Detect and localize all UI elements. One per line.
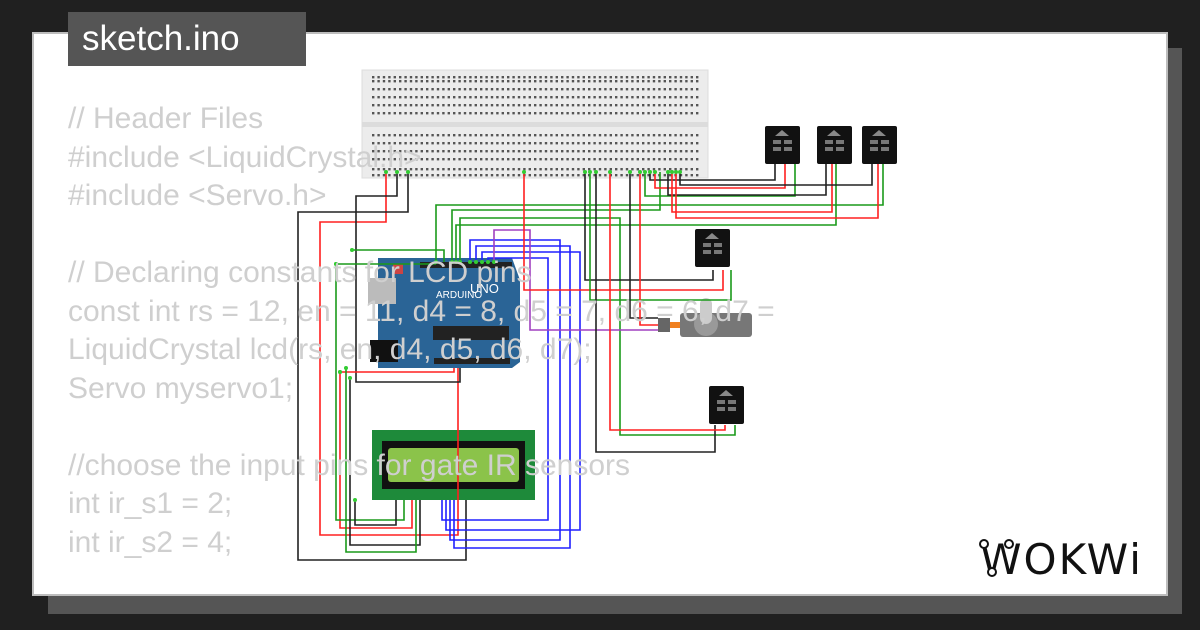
code-line: const int rs = 12, en = 11, d4 = 8, d5 =… <box>68 294 775 328</box>
wire-endpoint <box>406 170 410 174</box>
wire-endpoint <box>653 170 657 174</box>
wire-red <box>523 172 724 291</box>
ir-sensor <box>817 126 852 164</box>
wire-red <box>339 372 413 529</box>
wire-black <box>355 172 461 383</box>
wire-endpoint <box>384 170 388 174</box>
lcd-1602 <box>372 430 535 500</box>
ir-sensor <box>695 229 730 267</box>
ir-sensor <box>709 386 744 424</box>
wire-green <box>451 172 661 262</box>
wire-endpoint <box>348 376 352 380</box>
file-tab[interactable]: sketch.ino <box>68 12 306 66</box>
wire-green <box>345 368 417 553</box>
power-header <box>434 358 510 364</box>
wire-endpoint <box>594 170 598 174</box>
wire-red <box>671 164 833 213</box>
code-line: Servo myservo1; <box>68 371 294 405</box>
wire-endpoint <box>638 170 642 174</box>
wire-purple <box>493 229 658 331</box>
wire-black <box>629 172 658 319</box>
wire-black <box>679 164 873 186</box>
wire-red <box>340 368 455 373</box>
wire-green <box>352 249 445 262</box>
code-line: int ir_s1 = 2; <box>68 487 233 520</box>
wire-green <box>589 172 732 301</box>
code-line: #include <Servo.h> <box>68 179 327 212</box>
wire-blue <box>445 251 581 531</box>
wire-red <box>654 164 786 189</box>
wire-endpoint <box>648 170 652 174</box>
wire-endpoint <box>486 260 490 264</box>
wire-endpoint <box>344 366 348 370</box>
code-line: // Header Files <box>68 102 264 135</box>
arduino-model: UNO <box>470 281 499 296</box>
wire-green <box>644 164 796 197</box>
wire-endpoint <box>492 260 496 264</box>
code-line: // Declaring constants for LCD pins <box>68 256 532 289</box>
code-line: //choose the input pins for gate IR sens… <box>68 448 630 482</box>
wire-red <box>639 172 658 326</box>
wire-endpoint <box>458 260 462 264</box>
wire-endpoint <box>468 260 472 264</box>
wire-endpoint <box>670 170 674 174</box>
wire-endpoint <box>678 170 682 174</box>
wire-red <box>319 172 459 536</box>
wire-endpoint <box>338 370 342 374</box>
code-line: LiquidCrystal lcd(rs, en, d4, d5, d6, d7… <box>68 333 592 366</box>
wire-endpoint <box>666 170 670 174</box>
wokwi-logo: WOKWi <box>979 535 1141 584</box>
wire-black <box>354 500 397 526</box>
wire-endpoint <box>353 498 357 502</box>
wire-black <box>349 378 421 546</box>
wire-blue <box>453 245 571 549</box>
wire-black <box>297 172 467 561</box>
wire-endpoint <box>395 170 399 174</box>
breadboard <box>361 69 709 179</box>
wire-endpoint <box>450 260 454 264</box>
reset-button <box>393 264 403 274</box>
atmega-chip <box>433 326 509 340</box>
wire-endpoint <box>628 170 632 174</box>
wire-endpoint <box>588 170 592 174</box>
wire-red <box>675 164 879 219</box>
wire-green <box>455 164 837 262</box>
wire-blue <box>449 239 561 541</box>
wire-endpoint <box>583 170 587 174</box>
arduino-brand: ARDUINO <box>436 290 482 301</box>
wire-endpoint <box>474 260 478 264</box>
wire-endpoint <box>434 260 438 264</box>
servo-motor <box>658 298 752 337</box>
ir-sensor <box>765 126 800 164</box>
ir-sensor <box>862 126 897 164</box>
wire-blue <box>441 257 549 521</box>
usb-port <box>368 278 396 304</box>
power-jack <box>370 340 398 362</box>
wire-black <box>584 172 714 281</box>
wire-endpoint <box>522 170 526 174</box>
wire-red <box>609 172 726 431</box>
digital-header <box>420 262 512 268</box>
code-preview: // Header Files #include <LiquidCrystal.h… <box>68 100 775 562</box>
code-line <box>68 216 775 255</box>
wire-endpoint <box>454 260 458 264</box>
wire-endpoint <box>608 170 612 174</box>
wire-endpoint <box>334 262 338 266</box>
code-line: #include <LiquidCrystal.h> <box>68 140 422 174</box>
wire-green <box>459 217 736 436</box>
arduino-uno: ARDUINO UNO <box>368 258 520 368</box>
wire-green <box>335 264 405 521</box>
wire-black <box>667 164 827 196</box>
wire-black <box>595 172 716 453</box>
wire-endpoint <box>480 260 484 264</box>
code-line <box>68 408 775 447</box>
wire-black <box>649 164 776 181</box>
code-line: int ir_s2 = 4; <box>68 525 233 559</box>
wire-endpoint <box>350 248 354 252</box>
wire-endpoint <box>674 170 678 174</box>
wire-endpoint <box>643 170 647 174</box>
